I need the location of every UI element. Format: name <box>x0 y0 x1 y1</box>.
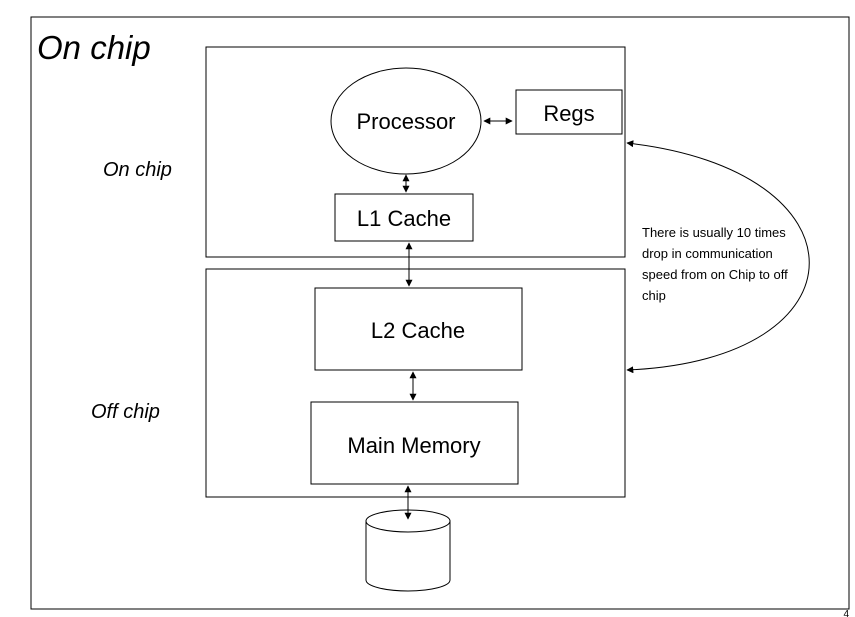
annotation-line-4: chip <box>642 288 666 303</box>
processor-node <box>330 67 482 175</box>
annotation-line-3: speed from on Chip to off <box>642 267 788 282</box>
l2-cache-label: L2 Cache <box>371 318 465 343</box>
regs-label: Regs <box>543 101 594 126</box>
on-chip-label: On chip <box>103 159 172 181</box>
page-number: 4 <box>843 609 849 617</box>
speed-drop-annotation: There is usually 10 times drop in commun… <box>642 225 788 303</box>
disk-cylinder <box>365 509 451 592</box>
off-chip-label: Off chip <box>91 401 160 423</box>
slide-title: On chip <box>37 29 151 66</box>
l1-cache-label: L1 Cache <box>357 206 451 231</box>
regs-box <box>515 89 623 135</box>
annotation-line-2: drop in communication <box>642 246 773 261</box>
main-memory-box <box>310 401 519 485</box>
annotation-line-1: There is usually 10 times <box>642 225 786 240</box>
l2-cache-box <box>314 287 523 371</box>
main-memory-label: Main Memory <box>347 433 480 458</box>
speed-drop-curve-arrow <box>626 140 810 374</box>
processor-label: Processor <box>356 109 455 134</box>
l1-cache-box <box>334 193 474 242</box>
